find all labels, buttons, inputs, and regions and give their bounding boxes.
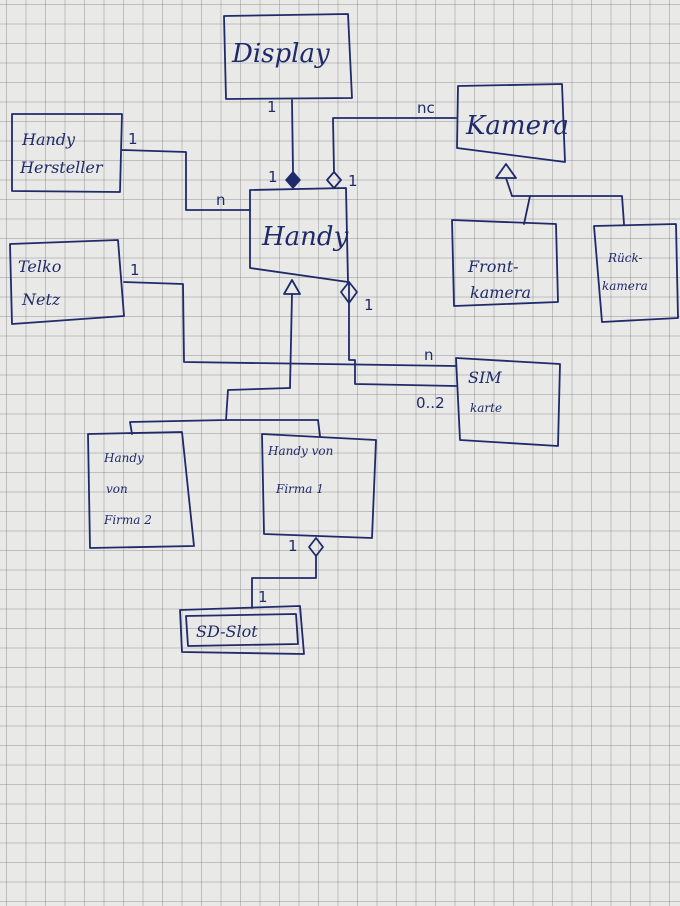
mult-telko-near-telko: 1: [130, 261, 140, 279]
class-display: Display: [223, 13, 353, 100]
mult-telko-near-sim: n: [424, 346, 434, 364]
class-frontkamera-label-2: kamera: [470, 283, 531, 302]
class-handy-firma-1: Handy von Firma 1: [261, 433, 377, 539]
class-sd-slot: SD-Slot: [179, 605, 305, 655]
class-telko-netz: Telko Netz: [9, 239, 125, 325]
mult-firma1-sd-near-firma1: 1: [288, 537, 298, 555]
aggregation-firma1-sdslot: [251, 537, 324, 609]
class-handy-firma-2-label-3: Firma 2: [103, 513, 152, 527]
class-handy-firma-1-label-2: Firma 1: [275, 482, 324, 496]
mult-firma1-sd-near-sd: 1: [258, 588, 268, 606]
inheritance-triangle-icon: [495, 163, 517, 179]
class-handy-firma-2-label-1: Handy: [103, 451, 144, 465]
mult-hersteller-near-handy: n: [216, 191, 226, 209]
class-handy-firma-2: Handy von Firma 2: [87, 431, 195, 549]
association-hersteller-handy: [121, 149, 251, 211]
mult-kamera-handy-bottom: 1: [348, 172, 358, 190]
inheritance-triangle-icon: [283, 279, 301, 295]
mult-display-handy-bottom: 1: [268, 168, 278, 186]
class-rueckkamera: Rück- kamera: [593, 223, 679, 323]
class-sim-karte: SIM karte: [455, 357, 561, 447]
class-kamera-label: Kamera: [465, 111, 569, 141]
aggregation-diamond-icon: [326, 171, 342, 189]
mult-hersteller-near-hersteller: 1: [128, 130, 138, 148]
mult-display-handy-top: 1: [267, 98, 277, 116]
class-display-label: Display: [231, 39, 330, 69]
aggregation-handy-sim: [340, 281, 457, 387]
mult-handy-sim-near-sim: 0..2: [416, 394, 445, 412]
class-rueckkamera-label-2: kamera: [602, 279, 648, 293]
class-sd-slot-label: SD-Slot: [196, 622, 258, 641]
aggregation-diamond-icon: [308, 537, 324, 557]
class-sim-karte-label-1: SIM: [468, 368, 502, 387]
class-handy-label: Handy: [261, 222, 349, 252]
class-frontkamera-label-1: Front-: [467, 257, 519, 276]
class-telko-netz-label-1: Telko: [18, 257, 61, 276]
class-handy-hersteller-label-1: Handy: [21, 130, 76, 149]
class-handy-hersteller: Handy Hersteller: [11, 113, 123, 193]
class-handy-hersteller-label-2: Hersteller: [19, 158, 104, 177]
aggregation-kamera-handy: [326, 117, 457, 189]
class-handy-firma-2-label-2: von: [106, 482, 128, 496]
composition-display-handy: [285, 99, 301, 190]
composition-diamond-icon: [285, 170, 301, 190]
aggregation-diamond-icon: [340, 281, 358, 304]
mult-kamera-handy-top: nc: [417, 99, 435, 117]
association-telko-sim: [123, 281, 457, 367]
class-sim-karte-label-2: karte: [470, 401, 502, 415]
generalization-handy-subclasses: [129, 279, 321, 437]
mult-handy-sim-near-handy: 1: [364, 296, 374, 314]
class-handy: Handy: [249, 187, 349, 283]
class-telko-netz-label-2: Netz: [21, 290, 61, 309]
class-rueckkamera-label-1: Rück-: [607, 251, 643, 265]
class-kamera: Kamera: [456, 83, 569, 163]
class-frontkamera: Front- kamera: [451, 219, 559, 307]
class-handy-firma-1-label-1: Handy von: [267, 444, 333, 458]
generalization-kamera-subclasses: [495, 163, 625, 225]
